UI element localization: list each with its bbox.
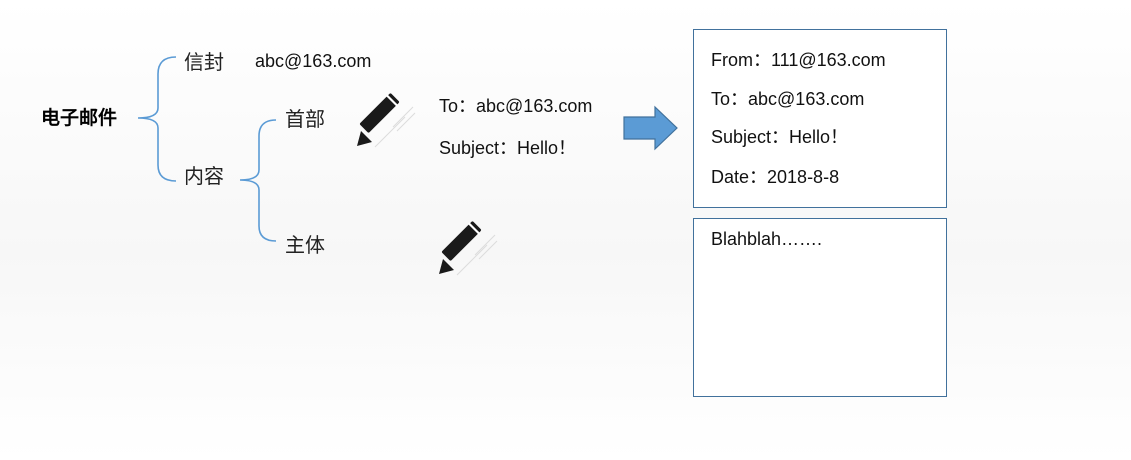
pencil-icon: [439, 221, 498, 276]
body-text: Blahblah…….: [711, 229, 823, 249]
body-label: 主体: [285, 233, 325, 257]
pencil-icon: [357, 93, 416, 148]
root-label: 电子邮件: [41, 107, 118, 129]
email-header-box: From：111@163.com To：abc@163.com Subject：…: [693, 29, 947, 208]
header-to: To：abc@163.com: [711, 89, 865, 109]
envelope-value: abc@163.com: [255, 51, 372, 71]
root-bracket: [137, 56, 177, 182]
header-label: 首部: [285, 107, 325, 131]
content-bracket: [239, 119, 277, 242]
content-label: 内容: [184, 164, 224, 188]
draft-to: To：abc@163.com: [439, 96, 593, 116]
draft-subject: Subject：Hello！: [439, 138, 577, 158]
envelope-label: 信封: [184, 50, 224, 74]
header-date: Date：2018-8-8: [711, 167, 840, 187]
right-arrow-icon: [623, 105, 678, 151]
header-from: From：111@163.com: [711, 50, 886, 70]
header-subject: Subject：Hello！: [711, 127, 849, 147]
email-body-box: Blahblah…….: [693, 218, 947, 397]
